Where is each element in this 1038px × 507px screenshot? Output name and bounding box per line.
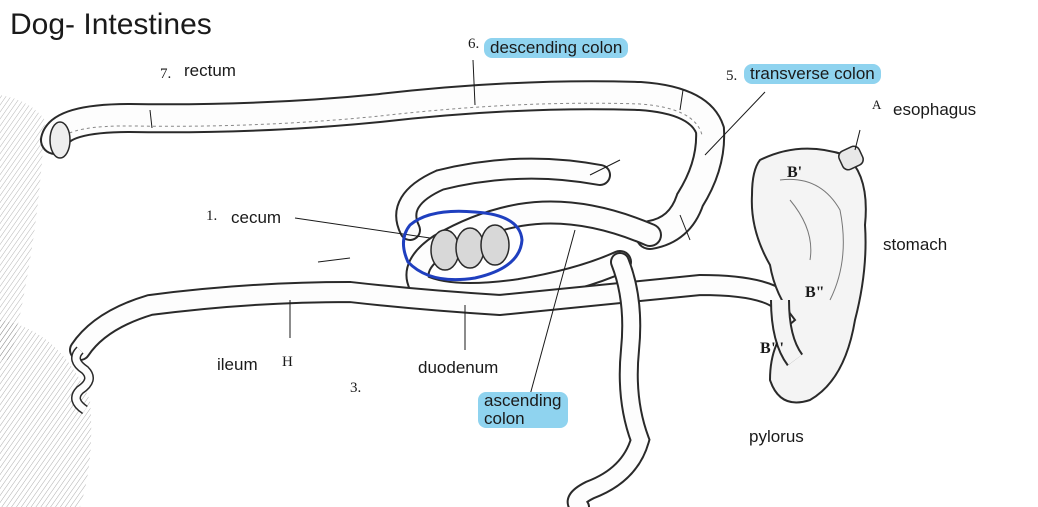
transverse-colon-number: 5. (726, 68, 738, 84)
esophagus-stub (838, 145, 864, 171)
cecum-coil (430, 224, 510, 271)
cecum-number: 1. (206, 208, 218, 224)
stomach-marker-b1: B' (787, 164, 803, 181)
esophagus-marker: A (872, 97, 882, 112)
duodenum-label: duodenum (418, 358, 499, 377)
transverse-colon-label: transverse colon (744, 64, 881, 84)
stomach-label: stomach (883, 235, 948, 254)
label-3-number: 3. (350, 380, 362, 396)
rectum-opening (49, 121, 71, 159)
stomach (750, 147, 867, 404)
descending-colon-number: 6. (468, 36, 480, 52)
ileum-marker: H (282, 354, 293, 370)
pylorus-label: pylorus (749, 427, 804, 446)
stomach-marker-b3: B"' (760, 340, 784, 357)
stomach-marker-b2: B" (805, 284, 825, 301)
page-title: Dog- Intestines (10, 8, 212, 41)
rectum-label: rectum (184, 61, 236, 80)
ileum-label: ileum (217, 355, 258, 374)
cecum-label: cecum (231, 208, 282, 227)
ascending-colon-line2: colon (484, 409, 525, 428)
ascending-colon-label: ascending colon (478, 392, 568, 428)
descending-colon-label: descending colon (484, 38, 629, 58)
cecum-highlight-circle (402, 209, 524, 282)
ascending-colon-line1: ascending (484, 391, 562, 410)
esophagus-label: esophagus (893, 100, 977, 119)
body-wall (0, 95, 45, 360)
rectum-number: 7. (160, 66, 172, 82)
leader-lines (149, 59, 861, 396)
mesentery-tissue (0, 320, 92, 507)
